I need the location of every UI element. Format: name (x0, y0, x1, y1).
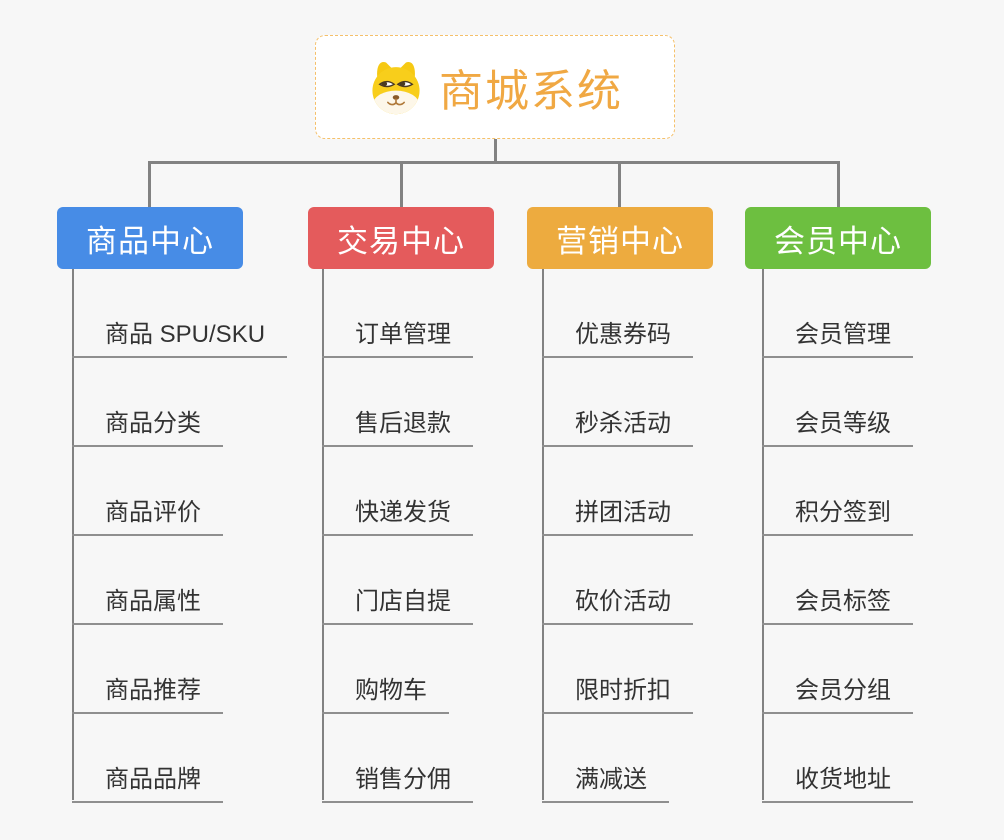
connector-drop-branch-3 (618, 161, 621, 208)
leaf-node[interactable]: 会员标签 (762, 536, 913, 625)
leaf-node[interactable]: 积分签到 (762, 447, 913, 536)
leaf-node[interactable]: 销售分佣 (322, 714, 473, 803)
leaf-node[interactable]: 商品 SPU/SKU (72, 269, 288, 358)
connector-drop-branch-1 (148, 161, 151, 208)
leaf-node[interactable]: 砍价活动 (542, 536, 693, 625)
doge-icon (372, 61, 420, 115)
connector-drop-branch-2 (400, 161, 403, 208)
connector-horizontal-bus (148, 161, 840, 164)
leaf-node[interactable]: 收货地址 (762, 714, 913, 803)
connector-drop-branch-4 (837, 161, 840, 208)
branch-node-member-center[interactable]: 会员中心 (745, 207, 931, 269)
leaf-node[interactable]: 限时折扣 (542, 625, 693, 714)
leaf-node[interactable]: 满减送 (542, 714, 669, 803)
leaf-node[interactable]: 购物车 (322, 625, 449, 714)
branch-3-children: 优惠券码 秒杀活动 拼团活动 砍价活动 限时折扣 满减送 (542, 269, 693, 803)
leaf-node[interactable]: 商品属性 (72, 536, 223, 625)
leaf-node[interactable]: 会员管理 (762, 269, 913, 358)
branch-4-children: 会员管理 会员等级 积分签到 会员标签 会员分组 收货地址 (762, 269, 913, 803)
root-title: 商城系统 (439, 67, 623, 116)
leaf-node[interactable]: 会员等级 (762, 358, 913, 447)
leaf-node[interactable]: 售后退款 (322, 358, 473, 447)
leaf-node[interactable]: 商品分类 (72, 358, 223, 447)
branch-node-product-center[interactable]: 商品中心 (57, 207, 243, 269)
leaf-node[interactable]: 门店自提 (322, 536, 473, 625)
branch-node-marketing-center[interactable]: 营销中心 (527, 207, 713, 269)
connector-root-trunk (494, 139, 497, 163)
branch-node-trade-center[interactable]: 交易中心 (308, 207, 494, 269)
leaf-node[interactable]: 秒杀活动 (542, 358, 693, 447)
leaf-node[interactable]: 优惠券码 (542, 269, 693, 358)
root-node-mall-system[interactable]: 商城系统 (315, 35, 675, 139)
branch-1-children: 商品 SPU/SKU 商品分类 商品评价 商品属性 商品推荐 商品品牌 (72, 269, 288, 803)
leaf-node[interactable]: 商品品牌 (72, 714, 223, 803)
leaf-node[interactable]: 商品推荐 (72, 625, 223, 714)
leaf-node[interactable]: 拼团活动 (542, 447, 693, 536)
branch-2-children: 订单管理 售后退款 快递发货 门店自提 购物车 销售分佣 (322, 269, 473, 803)
leaf-node[interactable]: 订单管理 (322, 269, 473, 358)
leaf-node[interactable]: 商品评价 (72, 447, 223, 536)
leaf-node[interactable]: 快递发货 (322, 447, 473, 536)
leaf-node[interactable]: 会员分组 (762, 625, 913, 714)
